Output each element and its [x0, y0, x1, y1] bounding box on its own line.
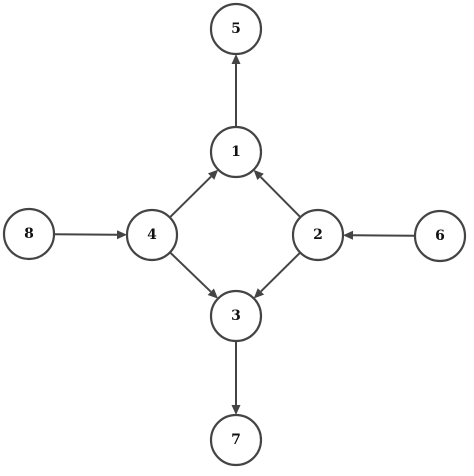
- edge-4-to-1: [169, 169, 219, 219]
- arrowhead-icon: [231, 405, 241, 415]
- node-circle: [291, 208, 345, 262]
- node-circle: [209, 289, 263, 343]
- node-8: 8: [2, 207, 56, 261]
- node-1: 1: [209, 125, 263, 179]
- edge-line: [352, 234, 416, 237]
- edge-2-to-3: [253, 251, 301, 299]
- nodes-layer: 5 1 8 4 2 6 3 7: [2, 2, 467, 467]
- node-label: 5: [231, 21, 241, 37]
- node-label: 7: [231, 432, 241, 448]
- node-2: 2: [291, 208, 345, 262]
- node-label: 2: [313, 227, 323, 243]
- arrowhead-icon: [207, 288, 219, 299]
- node-circle: [125, 208, 179, 262]
- node-label: 3: [231, 308, 241, 324]
- edge-line: [53, 233, 118, 236]
- edge-1-to-5: [231, 54, 241, 127]
- edge-3-to-7: [231, 341, 241, 415]
- arrowhead-icon: [231, 54, 241, 64]
- node-circle: [209, 2, 263, 56]
- node-circle: [209, 125, 263, 179]
- arrowhead-icon: [207, 169, 219, 180]
- node-6: 6: [413, 209, 467, 263]
- node-circle: [2, 207, 56, 261]
- node-circle: [209, 413, 263, 467]
- edge-line: [259, 176, 302, 218]
- node-5: 5: [209, 2, 263, 56]
- arrowhead-icon: [342, 230, 354, 240]
- node-3: 3: [209, 289, 263, 343]
- edge-2-to-1: [253, 169, 302, 218]
- arrowhead-icon: [253, 288, 265, 299]
- node-label: 8: [24, 226, 34, 242]
- edge-line: [169, 175, 212, 219]
- edge-line: [169, 251, 212, 293]
- edge-6-to-2: [342, 230, 416, 240]
- edge-4-to-3: [169, 251, 219, 299]
- arrowhead-icon: [253, 169, 264, 181]
- node-7: 7: [209, 413, 263, 467]
- edge-8-to-4: [53, 230, 128, 240]
- edges-layer: [53, 54, 416, 415]
- node-circle: [413, 209, 467, 263]
- node-label: 6: [435, 228, 445, 244]
- node-4: 4: [125, 208, 179, 262]
- edge-line: [260, 251, 301, 293]
- node-label: 1: [231, 144, 241, 160]
- arrowhead-icon: [116, 230, 128, 240]
- node-label: 4: [147, 227, 157, 243]
